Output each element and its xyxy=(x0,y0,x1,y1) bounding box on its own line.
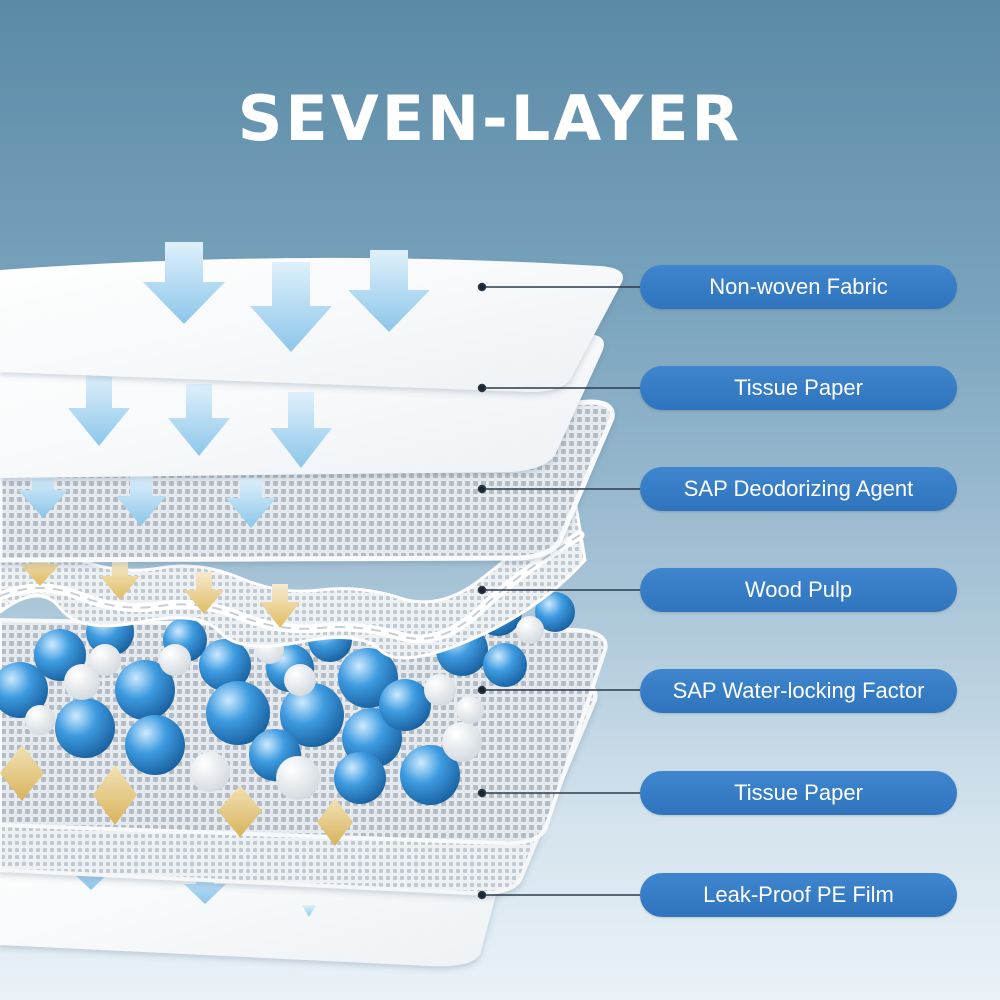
label-tissue-paper-bottom: Tissue Paper xyxy=(640,771,957,815)
label-leak-proof-pe-film: Leak-Proof PE Film xyxy=(640,873,957,917)
down-arrow-icon xyxy=(348,250,430,332)
gold-arrow-icon xyxy=(100,560,140,600)
down-arrow-icon xyxy=(302,905,316,917)
leader-lines xyxy=(477,282,640,900)
wood-pulp-arrows xyxy=(20,548,300,628)
down-arrow-icon xyxy=(250,262,332,352)
down-arrow-icon xyxy=(18,472,68,518)
non-woven-arrows xyxy=(143,242,430,352)
tissue-arrows xyxy=(68,374,332,468)
down-arrow-icon xyxy=(226,478,276,528)
gold-arrow-icon xyxy=(260,584,300,628)
down-arrow-icon xyxy=(270,392,332,468)
down-arrow-icon xyxy=(143,242,225,324)
gold-diamond-icon xyxy=(317,798,353,846)
label-wood-pulp: Wood Pulp xyxy=(640,568,957,612)
page-title: SEVEN-LAYER xyxy=(237,82,743,155)
gold-diamond-icon xyxy=(93,765,137,825)
layer-wood-pulp xyxy=(0,497,587,660)
down-arrow-icon xyxy=(116,476,166,526)
label-sap-water-locking-factor: SAP Water-locking Factor xyxy=(640,669,957,713)
down-arrow-icon xyxy=(68,374,130,446)
gold-diamond-icon xyxy=(218,785,262,837)
gold-diamonds xyxy=(0,745,353,846)
label-non-woven-fabric: Non-woven Fabric xyxy=(640,265,957,309)
sap-deodorizing-arrows xyxy=(18,472,276,528)
down-arrow-icon xyxy=(184,862,226,904)
gold-arrow-icon xyxy=(184,572,224,614)
label-sap-deodorizing-agent: SAP Deodorizing Agent xyxy=(640,467,957,511)
gold-diamond-icon xyxy=(0,745,44,801)
gold-arrow-icon xyxy=(20,548,60,586)
down-arrow-icon xyxy=(168,384,230,456)
label-tissue-paper-top: Tissue Paper xyxy=(640,366,957,410)
white-balls xyxy=(25,561,559,800)
